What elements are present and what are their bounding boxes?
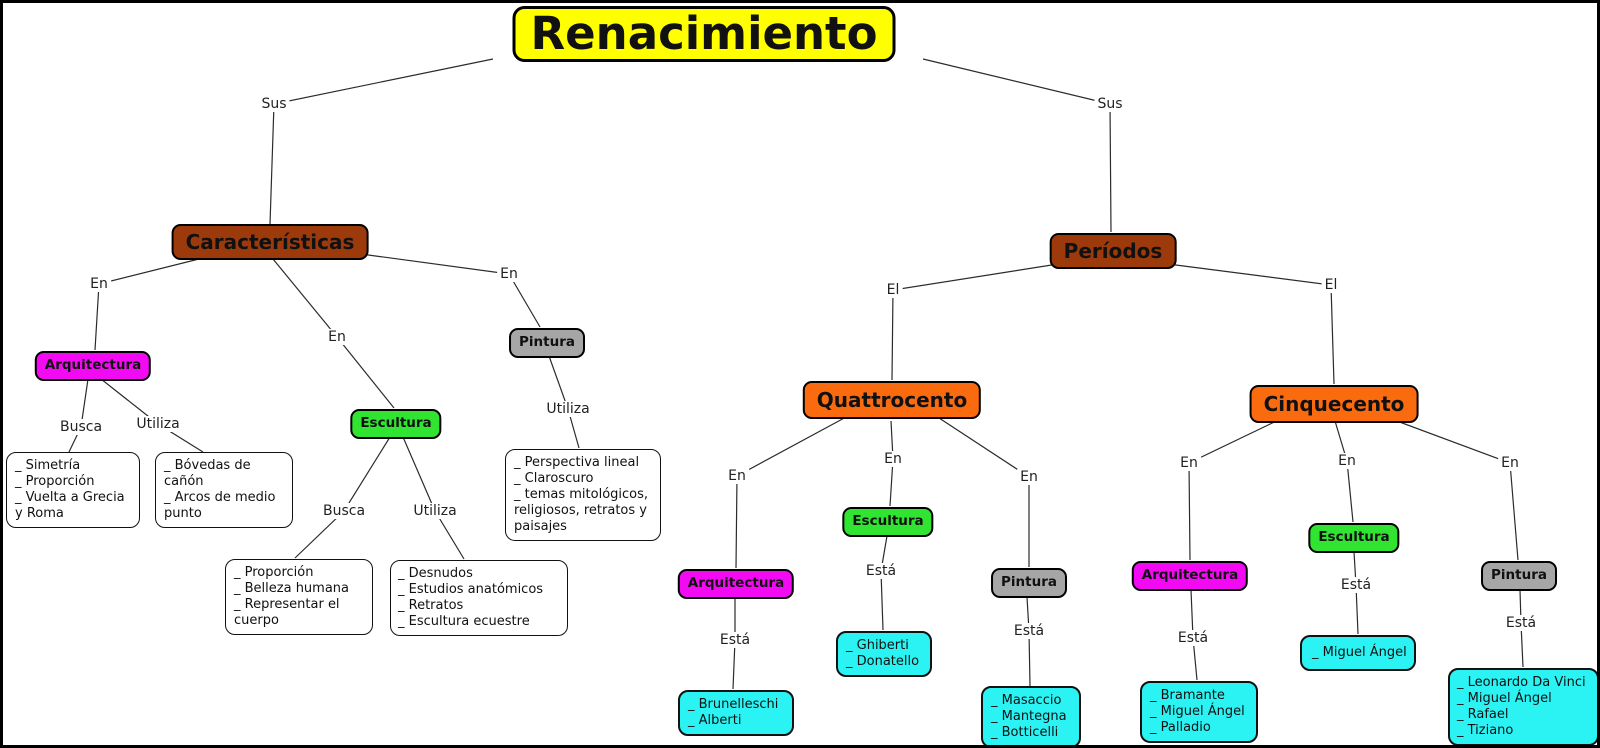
link-label-utiliza-arquitectura: Utiliza xyxy=(133,416,183,432)
node-pintura-caracteristicas[interactable]: Pintura xyxy=(509,328,585,358)
link-label-en-escultura: En xyxy=(325,329,349,345)
link-label-en-c-arquitectura: En xyxy=(1177,455,1201,471)
artist-item: _ Alberti xyxy=(688,713,742,728)
artist-item: _ Miguel Ángel xyxy=(1150,704,1245,719)
artist-item: _ Masaccio xyxy=(991,693,1062,708)
node-arquitectura-cinquecento[interactable]: Arquitectura xyxy=(1131,561,1249,591)
detail-pintura-utiliza[interactable]: _ Perspectiva lineal _ Claroscuro _ tema… xyxy=(505,449,661,541)
node-caracteristicas[interactable]: Características xyxy=(171,224,369,260)
link-label-en-arquitectura: En xyxy=(87,276,111,292)
node-arquitectura-caracteristicas[interactable]: Arquitectura xyxy=(34,351,152,381)
artists-quattrocento-escultura[interactable]: _ Ghiberti _ Donatello xyxy=(836,631,932,677)
connector xyxy=(1167,263,1335,385)
detail-item: _ Escultura ecuestre xyxy=(398,614,530,629)
link-label-esta-q-pintura: Está xyxy=(1010,623,1048,639)
connector xyxy=(891,263,1059,381)
connector xyxy=(1353,551,1359,635)
link-label-en-pintura: En xyxy=(497,266,521,282)
artists-quattrocento-pintura[interactable]: _ Masaccio _ Mantegna _ Botticelli xyxy=(981,686,1081,745)
link-label-en-q-pintura: En xyxy=(1017,469,1041,485)
connector xyxy=(294,436,391,559)
artist-item: _ Botticelli xyxy=(991,725,1059,740)
artist-item: _ Bramante xyxy=(1150,688,1225,703)
link-label-busca-escultura: Busca xyxy=(319,503,369,519)
link-label-esta-q-escultura: Está xyxy=(862,563,900,579)
artist-item: _ Miguel Ángel xyxy=(1312,645,1407,660)
detail-escultura-busca[interactable]: _ Proporción _ Belleza humana _ Represen… xyxy=(225,559,373,635)
detail-item: _ Simetría xyxy=(15,458,81,473)
detail-item: _ Representar el cuerpo xyxy=(234,597,340,628)
node-cinquecento[interactable]: Cinquecento xyxy=(1249,385,1419,423)
detail-arquitectura-busca[interactable]: _ Simetría _ Proporción _ Vuelta a Greci… xyxy=(6,452,140,528)
detail-item: _ Bóvedas de cañón xyxy=(164,458,251,489)
detail-item: _ Vuelta a Grecia y Roma xyxy=(15,490,125,521)
artist-item: _ Miguel Ángel xyxy=(1457,691,1552,706)
artist-item: _ Tiziano xyxy=(1457,723,1514,738)
link-label-esta-c-pintura: Está xyxy=(1502,615,1540,631)
connector xyxy=(68,378,89,453)
connector xyxy=(402,436,465,560)
link-label-en-c-pintura: En xyxy=(1498,455,1522,471)
artists-cinquecento-escultura[interactable]: _ Miguel Ángel xyxy=(1300,635,1416,671)
detail-item: _ Proporción xyxy=(15,474,95,489)
detail-item: _ Retratos xyxy=(398,598,464,613)
artist-item: _ Leonardo Da Vinci xyxy=(1457,675,1586,690)
connector xyxy=(269,58,494,225)
artist-item: _ Donatello xyxy=(846,654,920,669)
link-label-en-q-arquitectura: En xyxy=(725,468,749,484)
node-pintura-quattrocento[interactable]: Pintura xyxy=(991,568,1067,598)
link-label-en-c-escultura: En xyxy=(1335,453,1359,469)
connector xyxy=(1026,596,1031,687)
link-label-sus-left: Sus xyxy=(258,96,290,112)
node-escultura-caracteristicas[interactable]: Escultura xyxy=(350,409,442,439)
artist-item: _ Ghiberti xyxy=(846,638,909,653)
node-periodos[interactable]: Períodos xyxy=(1049,233,1177,269)
link-label-el-quattrocento: El xyxy=(883,282,903,298)
detail-item: _ Perspectiva lineal xyxy=(514,455,640,470)
artist-item: _ Rafael xyxy=(1457,707,1509,722)
artist-item: _ Brunelleschi xyxy=(688,697,779,712)
node-arquitectura-quattrocento[interactable]: Arquitectura xyxy=(677,569,795,599)
link-label-esta-c-escultura: Está xyxy=(1337,577,1375,593)
detail-escultura-utiliza[interactable]: _ Desnudos _ Estudios anatómicos _ Retra… xyxy=(390,560,568,636)
link-label-el-cinquecento: El xyxy=(1321,277,1341,293)
link-label-esta-c-arquitectura: Está xyxy=(1174,630,1212,646)
detail-item: _ temas mitológicos, religiosos, retrato… xyxy=(514,487,649,534)
link-label-utiliza-escultura: Utiliza xyxy=(410,503,460,519)
artists-cinquecento-arquitectura[interactable]: _ Bramante _ Miguel Ángel _ Palladio xyxy=(1140,681,1258,743)
detail-item: _ Estudios anatómicos xyxy=(398,582,544,597)
detail-item: _ Proporción xyxy=(234,565,314,580)
artists-cinquecento-pintura[interactable]: _ Leonardo Da Vinci _ Miguel Ángel _ Raf… xyxy=(1448,668,1597,745)
node-escultura-quattrocento[interactable]: Escultura xyxy=(842,507,934,537)
detail-item: _ Arcos de medio punto xyxy=(164,490,276,521)
connector xyxy=(94,257,204,351)
detail-item: _ Belleza humana xyxy=(234,581,350,596)
connector xyxy=(1188,413,1292,561)
link-label-en-q-escultura: En xyxy=(881,451,905,467)
detail-arquitectura-utiliza[interactable]: _ Bóvedas de cañón _ Arcos de medio punt… xyxy=(155,452,293,528)
detail-item: _ Claroscuro xyxy=(514,471,594,486)
artists-quattrocento-arquitectura[interactable]: _ Brunelleschi _ Alberti xyxy=(678,690,794,736)
connector xyxy=(735,415,849,569)
detail-item: _ Desnudos xyxy=(398,566,473,581)
connector xyxy=(880,535,888,631)
connector xyxy=(1334,420,1354,523)
artist-item: _ Mantegna xyxy=(991,709,1067,724)
connector xyxy=(922,58,1112,233)
connector xyxy=(935,415,1030,567)
link-label-utiliza-pintura: Utiliza xyxy=(543,401,593,417)
link-label-sus-right: Sus xyxy=(1094,96,1126,112)
artist-item: _ Palladio xyxy=(1150,720,1211,735)
node-quattrocento[interactable]: Quattrocento xyxy=(802,381,982,419)
connector xyxy=(360,253,541,328)
link-label-esta-q-arquitectura: Está xyxy=(716,632,754,648)
node-escultura-cinquecento[interactable]: Escultura xyxy=(1308,523,1400,553)
node-renacimiento[interactable]: Renacimiento xyxy=(512,6,896,62)
node-pintura-cinquecento[interactable]: Pintura xyxy=(1481,561,1557,591)
link-label-busca-arquitectura: Busca xyxy=(56,419,106,435)
